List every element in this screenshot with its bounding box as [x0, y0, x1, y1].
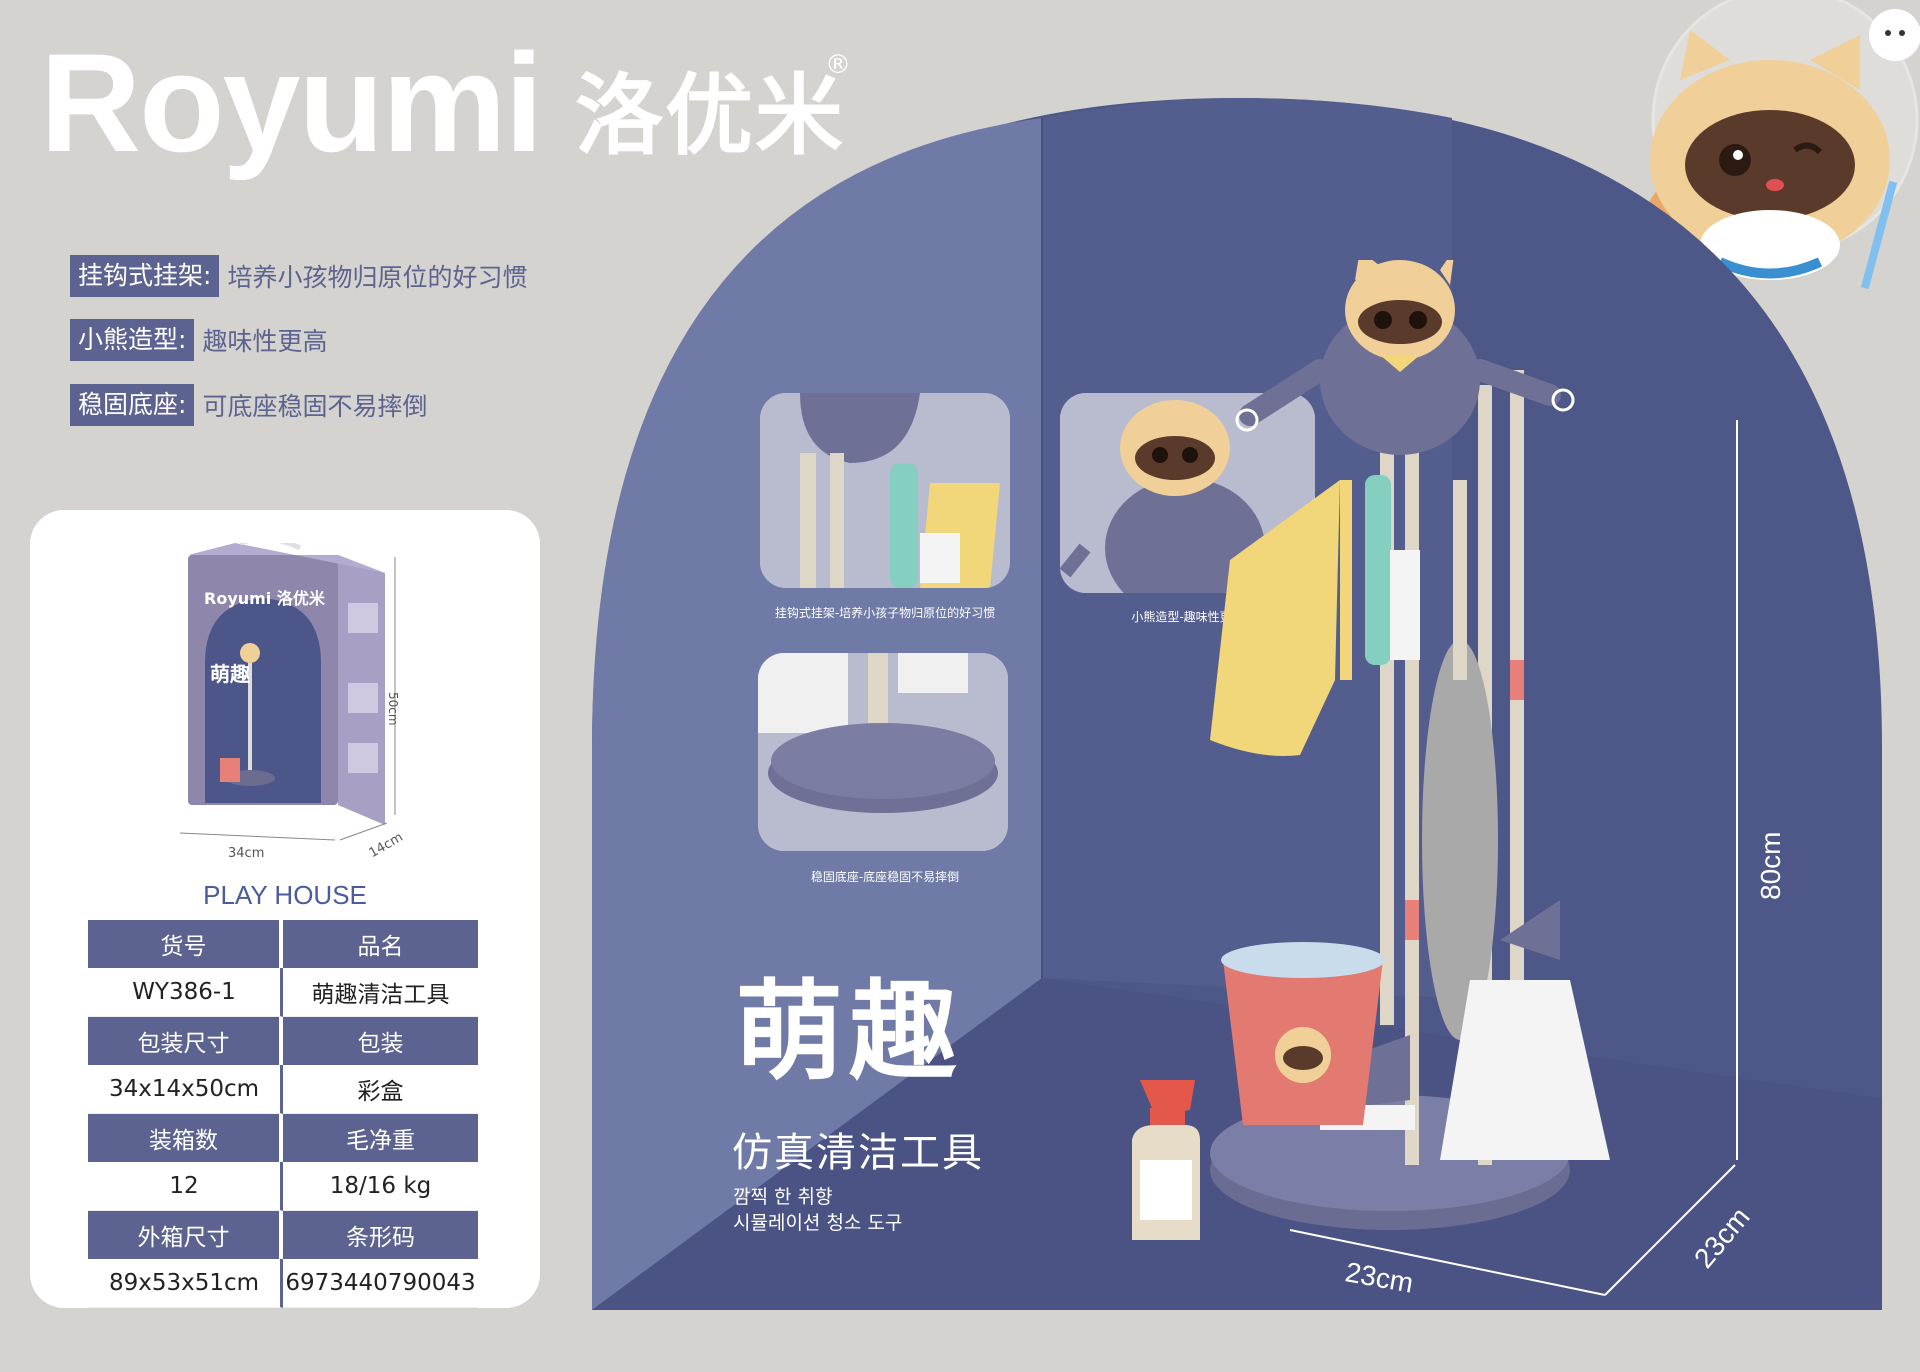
- detail-photo-hook: [760, 393, 1010, 588]
- product-subtitle: 仿真清洁工具: [732, 1130, 984, 1176]
- brand-logo: Royumi 洛优米 ®: [40, 28, 860, 188]
- spec-header: 品名: [283, 920, 478, 968]
- detail-photo-base: [758, 653, 1008, 851]
- package-box-drawing: [188, 543, 385, 825]
- box-brand-label: Royumi 洛优米: [204, 589, 325, 608]
- spec-value: 6973440790043: [283, 1259, 478, 1308]
- spec-header: 外箱尺寸: [88, 1211, 283, 1259]
- feature-hook: 挂钩式挂架: 培养小孩物归原位的好习惯: [70, 255, 527, 297]
- dimension-lines: [1289, 420, 1738, 1296]
- caption-base: 稳固底座-底座稳固不易摔倒: [810, 870, 960, 884]
- spec-header: 条形码: [283, 1211, 478, 1259]
- spec-header: 毛净重: [283, 1114, 478, 1162]
- play-house-label: PLAY HOUSE: [203, 880, 367, 910]
- detail-photo-base-drawing: [758, 653, 1008, 851]
- height-dimension-label: 80cm: [1755, 831, 1786, 900]
- package-dimension-lines: [179, 557, 396, 841]
- spec-value: 彩盒: [283, 1065, 478, 1114]
- feature-bear: 小熊造型: 趣味性更高: [70, 319, 327, 361]
- spec-value: 34x14x50cm: [88, 1065, 283, 1114]
- detail-photo-hook-drawing: [760, 393, 1010, 588]
- feature-desc: 培养小孩物归原位的好习惯: [227, 263, 528, 292]
- feature-desc: 可底座稳固不易摔倒: [202, 392, 428, 421]
- registered-mark: ®: [825, 50, 851, 80]
- korean-tagline: 깜찍 한 취향: [733, 1186, 833, 1208]
- spec-value: 18/16 kg: [283, 1162, 478, 1211]
- spec-value: 萌趣清洁工具: [283, 968, 478, 1017]
- spec-value: WY386-1: [88, 968, 283, 1017]
- feature-base: 稳固底座: 可底座稳固不易摔倒: [70, 384, 427, 426]
- spec-header: 包装: [283, 1017, 478, 1065]
- feature-tag: 小熊造型:: [70, 319, 195, 361]
- box-height-label: 50cm: [386, 692, 400, 726]
- box-product-label: 萌趣: [210, 662, 250, 686]
- caption-hook: 挂钩式挂架-培养小孩子物归原位的好习惯: [774, 606, 996, 620]
- spec-header: 装箱数: [88, 1114, 283, 1162]
- box-width-label: 34cm: [228, 846, 265, 861]
- korean-subtitle: 시뮬레이션 청소 도구: [733, 1212, 903, 1234]
- feature-desc: 趣味性更高: [202, 327, 328, 356]
- mascot-illustration: [1645, 0, 1920, 290]
- feature-tag: 挂钩式挂架:: [70, 255, 220, 297]
- spec-header: 包装尺寸: [88, 1017, 283, 1065]
- spec-value: 12: [88, 1162, 283, 1211]
- logo-text-en: Royumi: [40, 24, 543, 181]
- feature-tag: 稳固底座:: [70, 384, 195, 426]
- spec-header: 货号: [88, 920, 283, 968]
- bucket-illustration: [1221, 942, 1385, 1125]
- package-box-illustration: Royumi 洛优米 萌趣: [180, 543, 402, 833]
- detail-photo-bear-drawing: [1060, 393, 1315, 593]
- spray-bottle-illustration: [1132, 1080, 1200, 1240]
- logo-text-zh: 洛优米: [575, 64, 846, 167]
- caption-bear: 小熊造型-趣味性更高: [1131, 610, 1244, 624]
- product-title: 萌趣: [735, 970, 964, 1095]
- spec-value: 89x53x51cm: [88, 1259, 283, 1308]
